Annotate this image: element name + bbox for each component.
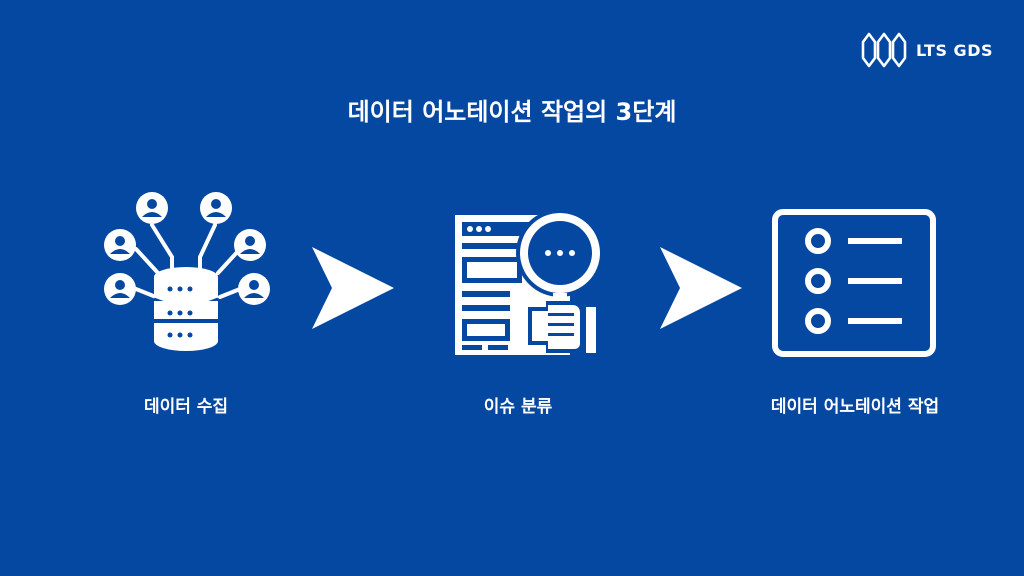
step-label-data-collection: 데이터 수집 xyxy=(143,397,229,417)
logo-text: LTS GDS xyxy=(916,40,993,60)
next-arrow-icon xyxy=(658,245,744,335)
step-label-issue-classification: 이슈 분류 xyxy=(483,397,553,417)
database-users-icon xyxy=(100,185,275,360)
page-title: 데이터 어노테이션 작업의 3단계 xyxy=(347,98,677,126)
company-logo: LTS GDS xyxy=(860,30,993,70)
step-label-data-annotation: 데이터 어노테이션 작업 xyxy=(770,397,940,417)
next-arrow-icon xyxy=(310,245,396,335)
checklist-icon xyxy=(770,207,940,359)
logo-mark-icon xyxy=(861,32,907,68)
document-magnifier-icon xyxy=(450,195,620,365)
